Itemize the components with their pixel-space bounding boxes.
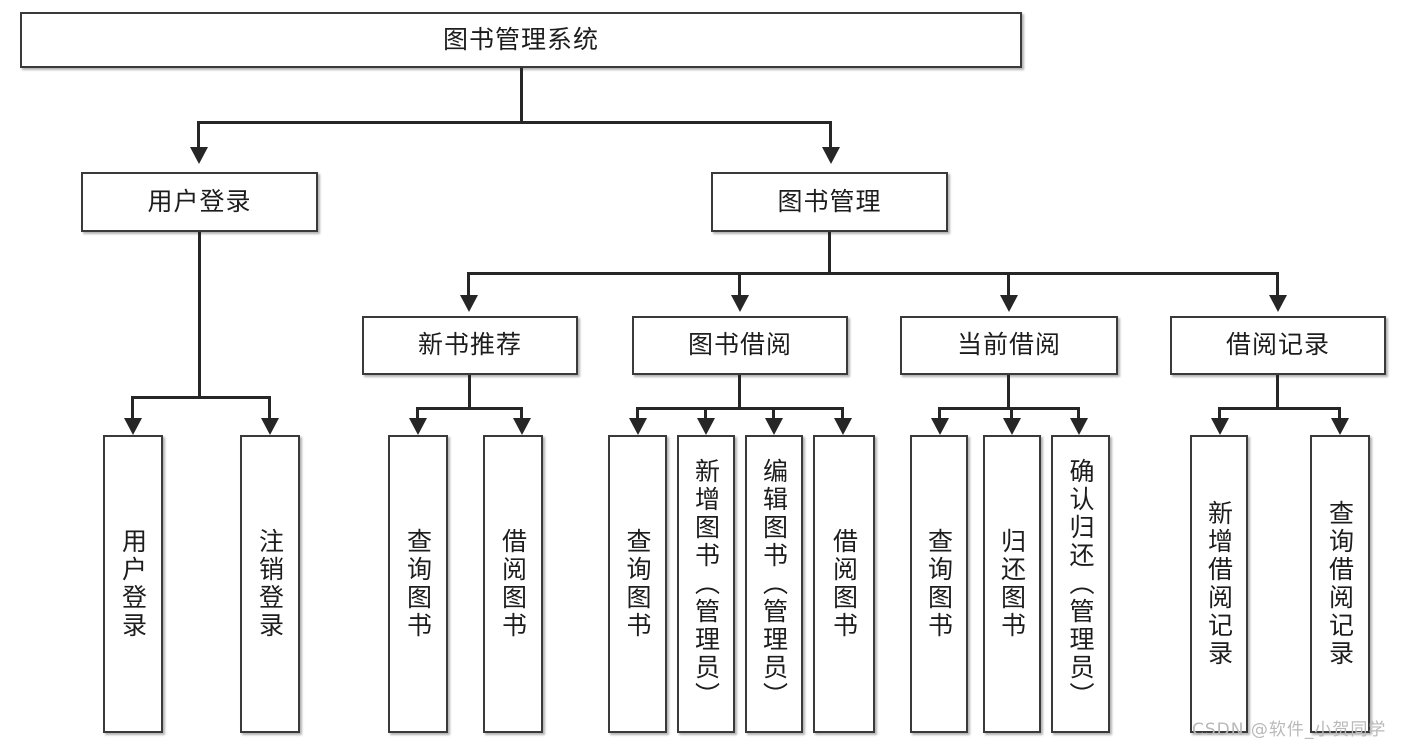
connector-to-user-login: [197, 121, 200, 147]
node-label: 图书管理: [777, 186, 882, 216]
node-label: 借阅记录: [1225, 330, 1330, 360]
connector-root-stem: [520, 68, 523, 121]
leaf-borrow-books-borrow[interactable]: 借阅图书: [813, 435, 875, 733]
arrowhead-to-book-borrow: [731, 295, 749, 312]
node-borrow-record[interactable]: 借阅记录: [1170, 316, 1386, 375]
leaf-return-books[interactable]: 归还图书: [983, 435, 1041, 733]
node-label: 新增借阅记录: [1204, 500, 1234, 668]
connector-current-borrow-bus: [938, 407, 1079, 410]
node-label: 图书借阅: [687, 330, 792, 360]
connector-new-book-drop-1: [416, 407, 419, 418]
connector-to-current-borrow: [1007, 272, 1010, 295]
connector-to-book-management: [829, 121, 832, 147]
node-label: 当前借阅: [956, 330, 1061, 360]
arrowhead-leaf-6: [697, 418, 715, 435]
leaf-logout[interactable]: 注销登录: [240, 435, 300, 733]
node-book-management[interactable]: 图书管理: [711, 172, 948, 232]
connector-book-borrow-drop-1: [636, 407, 639, 418]
arrowhead-leaf-1: [124, 418, 142, 435]
connector-user-login-bus: [131, 396, 269, 399]
connector-current-borrow-drop-2: [1010, 407, 1013, 418]
leaf-query-books-recommend[interactable]: 查询图书: [388, 435, 448, 733]
node-label: 查询图书: [623, 528, 652, 640]
connector-level3-bus: [467, 272, 1279, 275]
node-label: 查询图书: [403, 528, 433, 640]
arrowhead-leaf-8: [834, 418, 852, 435]
node-label: 借阅图书: [829, 528, 859, 640]
arrowhead-to-book-management: [822, 147, 840, 164]
connector-book-management-stem: [828, 232, 831, 272]
connector-book-borrow-drop-3: [772, 407, 775, 418]
connector-borrow-record-drop-2: [1338, 407, 1341, 418]
node-user-login[interactable]: 用户登录: [81, 172, 318, 232]
connector-new-book-bus: [416, 407, 523, 410]
node-label: 查询借阅记录: [1325, 500, 1355, 668]
arrowhead-to-borrow-record: [1269, 295, 1287, 312]
node-label: 借阅图书: [498, 528, 528, 640]
connector-book-borrow-drop-2: [704, 407, 707, 418]
connector-book-borrow-bus: [636, 407, 843, 410]
arrowhead-leaf-2: [261, 418, 279, 435]
node-label: 图书管理系统: [442, 24, 599, 54]
node-label: 注销登录: [255, 528, 285, 640]
connector-borrow-record-stem: [1276, 375, 1279, 407]
connector-level2-bus: [197, 121, 832, 124]
arrowhead-leaf-4: [513, 418, 531, 435]
connector-book-borrow-drop-4: [841, 407, 844, 418]
arrowhead-leaf-11: [1070, 418, 1088, 435]
leaf-query-books-current[interactable]: 查询图书: [910, 435, 968, 733]
leaf-add-borrow-record[interactable]: 新增借阅记录: [1190, 435, 1248, 733]
node-new-book-recommend[interactable]: 新书推荐: [362, 316, 578, 375]
node-label: 新增图书（管理员）: [691, 458, 721, 710]
node-label: 编辑图书（管理员）: [759, 458, 789, 710]
arrowhead-leaf-10: [1003, 418, 1021, 435]
connector-book-borrow-stem: [738, 375, 741, 407]
leaf-confirm-return-admin[interactable]: 确认归还（管理员）: [1051, 435, 1110, 733]
leaf-query-books-borrow[interactable]: 查询图书: [608, 435, 667, 733]
arrowhead-leaf-5: [629, 418, 647, 435]
connector-borrow-record-bus: [1218, 407, 1340, 410]
arrowhead-to-current-borrow: [1000, 295, 1018, 312]
node-label: 用户登录: [118, 528, 148, 640]
connector-to-book-borrow: [738, 272, 741, 295]
node-label: 新书推荐: [417, 330, 522, 360]
connector-borrow-record-drop-1: [1218, 407, 1221, 418]
node-label: 归还图书: [997, 528, 1027, 640]
csdn-watermark: CSDN @软件_小贺同学: [1192, 720, 1387, 740]
arrowhead-leaf-9: [931, 418, 949, 435]
arrowhead-to-user-login: [190, 147, 208, 164]
node-root-book-management-system[interactable]: 图书管理系统: [20, 12, 1022, 68]
node-label: 查询图书: [924, 528, 954, 640]
leaf-query-borrow-record[interactable]: 查询借阅记录: [1310, 435, 1370, 733]
connector-user-login-drop-1: [131, 396, 134, 418]
node-label: 确认归还（管理员）: [1066, 458, 1095, 710]
connector-current-borrow-drop-3: [1077, 407, 1080, 418]
arrowhead-leaf-12: [1211, 418, 1229, 435]
leaf-user-login[interactable]: 用户登录: [103, 435, 163, 733]
connector-current-borrow-drop-1: [938, 407, 941, 418]
connector-user-login-drop-2: [268, 396, 271, 418]
node-current-borrow[interactable]: 当前借阅: [900, 316, 1118, 375]
node-label: 用户登录: [147, 186, 252, 216]
arrowhead-to-new-book-recommend: [460, 295, 478, 312]
leaf-borrow-books-recommend[interactable]: 借阅图书: [483, 435, 543, 733]
leaf-edit-book-admin[interactable]: 编辑图书（管理员）: [745, 435, 803, 733]
leaf-add-book-admin[interactable]: 新增图书（管理员）: [677, 435, 735, 733]
connector-to-borrow-record: [1276, 272, 1279, 295]
arrowhead-leaf-7: [765, 418, 783, 435]
arrowhead-leaf-13: [1331, 418, 1349, 435]
connector-user-login-stem: [198, 232, 201, 396]
node-book-borrow[interactable]: 图书借阅: [632, 316, 848, 375]
connector-current-borrow-stem: [1007, 375, 1010, 407]
connector-new-book-drop-2: [520, 407, 523, 418]
connector-to-new-book-recommend: [467, 272, 470, 295]
arrowhead-leaf-3: [409, 418, 427, 435]
connector-new-book-stem: [468, 375, 471, 407]
